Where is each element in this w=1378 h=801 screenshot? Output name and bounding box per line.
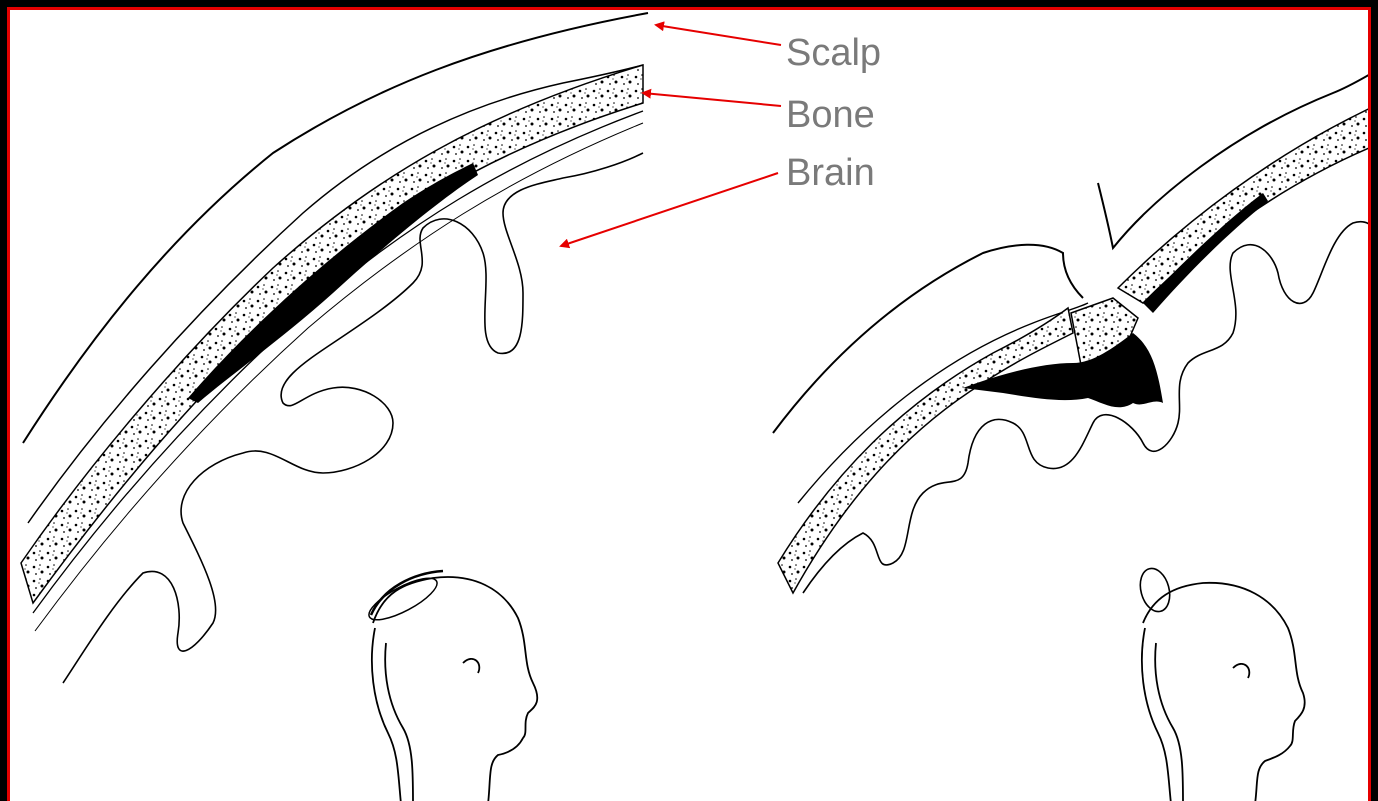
diagram-panel: Scalp Bone Brain (7, 7, 1371, 801)
hemorrhage-band (188, 163, 478, 403)
dura-line-1 (33, 111, 643, 613)
scalp-arrow (656, 25, 781, 45)
bone-layer (21, 65, 643, 603)
brain-arrow (561, 173, 778, 246)
dura-line-2 (35, 123, 643, 631)
label-arrows (561, 25, 781, 246)
bone-arrow (643, 93, 781, 106)
injured-bone-left (778, 308, 1073, 593)
normal-section (21, 13, 648, 801)
injured-brain-gyri (803, 222, 1371, 593)
head-profile-normal (364, 571, 537, 801)
head-profile-injured (1136, 565, 1305, 801)
scalp-label: Scalp (786, 34, 881, 72)
head-injury-illustration (7, 7, 1371, 801)
brain-label: Brain (786, 154, 875, 192)
bone-label: Bone (786, 96, 875, 134)
